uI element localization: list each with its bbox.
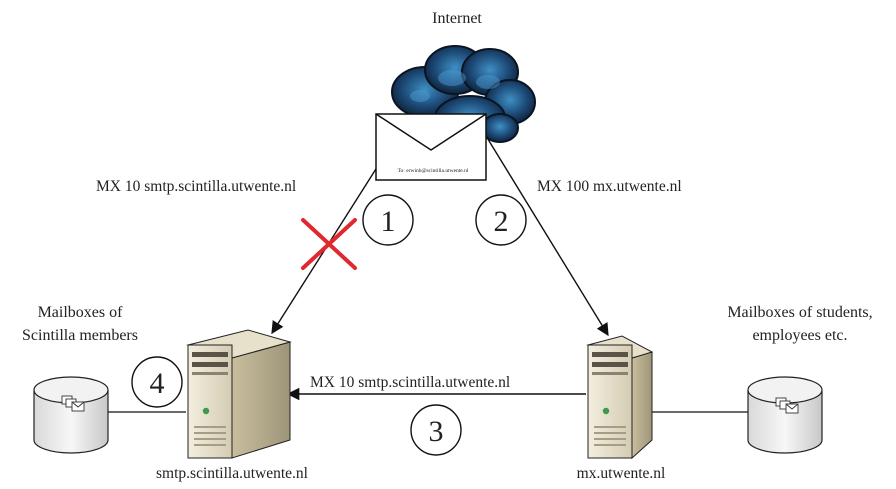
smtp-server-label: smtp.scintilla.utwente.nl [156,465,308,482]
route-label-mx10: MX 10 smtp.scintilla.utwente.nl [96,178,296,195]
smtp-server-icon [186,329,292,459]
envelope-address: To: erwinh@scintilla.utwente.nl [398,168,469,174]
right-mailbox-caption-line2: employees etc. [752,327,847,344]
route-label-forward: MX 10 smtp.scintilla.utwente.nl [310,374,510,391]
step-1-marker: 1 [362,194,414,246]
step-4-marker: 4 [131,356,183,408]
svg-text:4: 4 [150,367,165,400]
route-line-to-mx [485,135,609,337]
left-mailbox-caption-line2: Scintilla members [22,327,138,344]
delivery-failed-cross-icon [301,218,357,270]
svg-text:1: 1 [381,205,396,238]
email-envelope-icon: To: erwinh@scintilla.utwente.nl [375,113,487,181]
scintilla-mailbox-database-icon [33,376,109,454]
step-2-marker: 2 [475,194,527,246]
left-mailbox-caption-line1: Mailboxes of [38,304,124,321]
right-mailbox-caption-line1: Mailboxes of students, [727,304,872,321]
internet-label: Internet [432,10,482,27]
svg-text:3: 3 [429,415,444,448]
route-label-mx100: MX 100 mx.utwente.nl [537,178,682,195]
svg-text:2: 2 [494,205,509,238]
utwente-mailbox-database-icon [747,376,823,454]
mx-server-icon [586,335,654,460]
mx-server-label: mx.utwente.nl [577,465,666,482]
step-3-marker: 3 [410,404,462,456]
